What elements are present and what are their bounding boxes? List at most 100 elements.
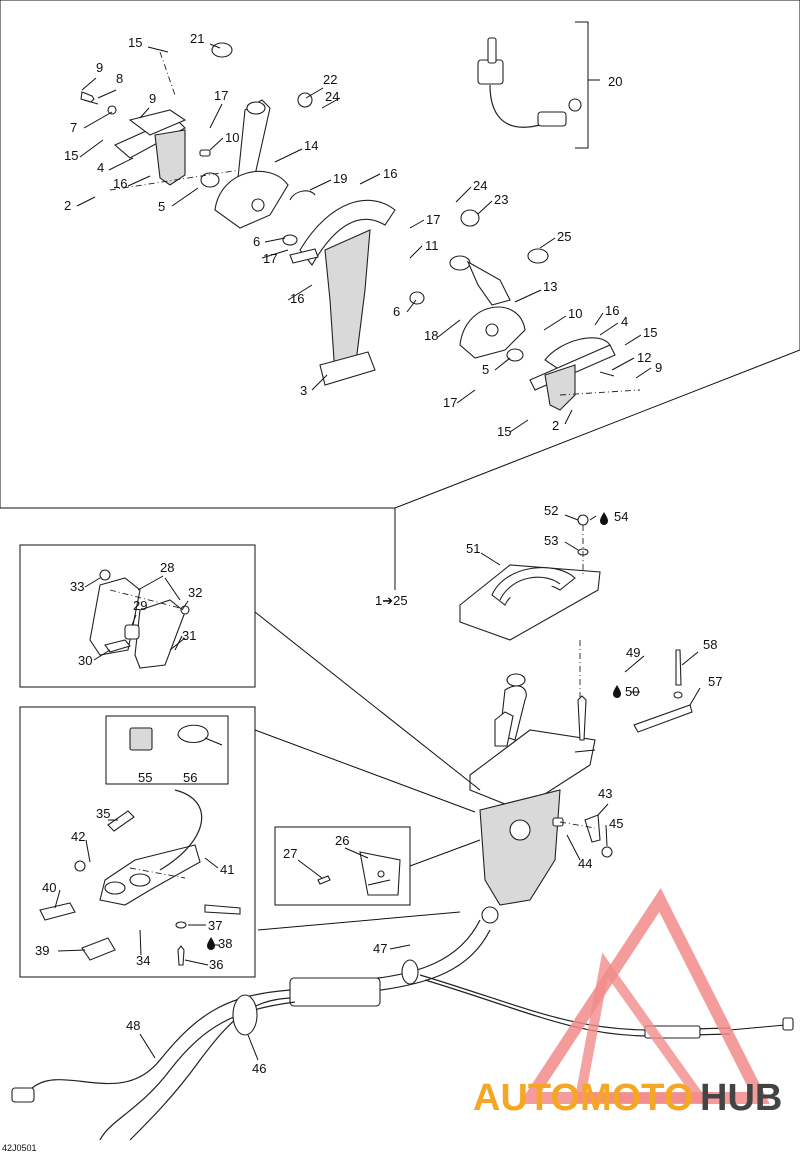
callout-17: 17 [263, 251, 277, 266]
drawing-code: 42J0501 [2, 1143, 37, 1153]
callout-49: 49 [626, 645, 640, 660]
callout-52: 52 [544, 503, 558, 518]
callout-17: 17 [214, 88, 228, 103]
leader-line [204, 857, 219, 869]
leader-line [297, 859, 323, 879]
callout-4: 4 [97, 160, 104, 175]
leader-line [494, 357, 511, 371]
callout-31: 31 [182, 628, 196, 643]
callout-6: 6 [393, 304, 400, 319]
callout-24: 24 [325, 89, 339, 104]
callout-6: 6 [253, 234, 260, 249]
range-label: 1➔25 [375, 593, 408, 608]
leader-line [174, 635, 183, 651]
leader-line [85, 839, 91, 863]
callout-48: 48 [126, 1018, 140, 1033]
leader-line [635, 367, 652, 379]
callout-14: 14 [304, 138, 318, 153]
leader-line [564, 409, 573, 425]
callout-51: 51 [466, 541, 480, 556]
lever-assembly-14 [211, 42, 313, 229]
callout-4: 4 [621, 314, 628, 329]
callout-2: 2 [64, 198, 71, 213]
callout-50: 50 [625, 684, 639, 699]
leader-line [359, 173, 381, 185]
callout-9: 9 [96, 60, 103, 75]
leader-line [127, 175, 151, 187]
inset-a-parts [89, 569, 190, 669]
callout-29: 29 [133, 598, 147, 613]
top-section-frame [0, 0, 800, 509]
center-bracket-3 [282, 190, 425, 386]
leader-line [624, 655, 645, 673]
leader-line [139, 1033, 156, 1059]
callout-15: 15 [497, 424, 511, 439]
callout-39: 39 [35, 943, 49, 958]
inset-b-sub-frame [105, 715, 229, 785]
callout-37: 37 [208, 918, 222, 933]
callout-5: 5 [158, 199, 165, 214]
leader-line [389, 944, 411, 950]
leader-line [543, 315, 567, 331]
callout-36: 36 [209, 957, 223, 972]
callout-34: 34 [136, 953, 150, 968]
callout-54: 54 [614, 509, 628, 524]
leader-line [406, 299, 417, 313]
leader-line [287, 284, 313, 301]
callout-12: 12 [637, 350, 651, 365]
leader-line [321, 97, 341, 109]
leader-line [97, 89, 117, 99]
leader-line [681, 651, 699, 666]
oil-drop-icon [207, 937, 215, 950]
leader-line [139, 107, 150, 119]
callout-22: 22 [323, 72, 337, 87]
callout-19: 19 [333, 171, 347, 186]
callout-16: 16 [383, 166, 397, 181]
callout-56: 56 [183, 770, 197, 785]
leader-line [108, 157, 134, 171]
callout-2: 2 [552, 418, 559, 433]
leader-line [261, 249, 289, 259]
callout-5: 5 [482, 362, 489, 377]
callout-41: 41 [220, 862, 234, 877]
callout-10: 10 [225, 130, 239, 145]
leader-line [93, 649, 111, 661]
leader-line [81, 77, 97, 91]
shifter-body [469, 640, 693, 924]
callout-43: 43 [598, 786, 612, 801]
callout-55: 55 [138, 770, 152, 785]
leader-line [477, 200, 493, 215]
leader-line [247, 1034, 259, 1061]
leader-line [76, 196, 96, 207]
leader-line [209, 103, 223, 129]
leader-line [57, 949, 86, 952]
callout-45: 45 [609, 816, 623, 831]
leader-line [79, 139, 104, 158]
leader-line [305, 87, 324, 99]
callout-9: 9 [655, 360, 662, 375]
callout-15: 15 [643, 325, 657, 340]
callout-24: 24 [473, 178, 487, 193]
watermark-text-part2: HUB [700, 1077, 782, 1119]
inset-b-parts [39, 724, 241, 966]
leader-line [437, 319, 461, 338]
leader-line [264, 237, 286, 243]
leader-line [564, 514, 579, 521]
watermark-text-part1: AUTOMOTO [473, 1077, 693, 1119]
callout-13: 13 [543, 279, 557, 294]
cover-plate-51 [459, 514, 601, 641]
callout-40: 40 [42, 880, 56, 895]
leader-line [597, 803, 609, 816]
leader-line [566, 834, 581, 861]
leader-line [344, 847, 369, 859]
leader-line [589, 515, 597, 521]
callout-21: 21 [190, 31, 204, 46]
leader-line [599, 322, 619, 336]
callout-44: 44 [578, 856, 592, 871]
leader-line [171, 187, 199, 207]
callout-20: 20 [608, 74, 622, 89]
callout-57: 57 [708, 674, 722, 689]
